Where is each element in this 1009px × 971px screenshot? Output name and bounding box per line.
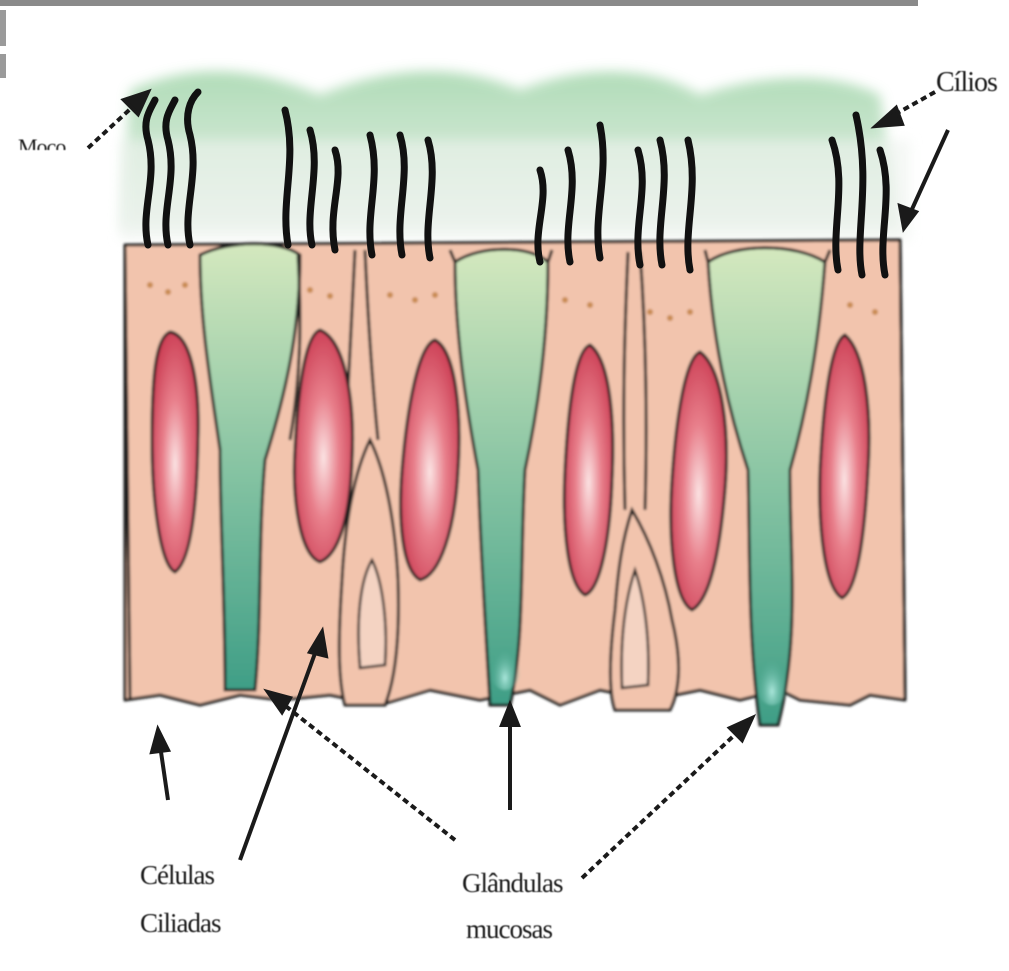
- mucus-label: Moco: [18, 130, 78, 150]
- ciliated-cells-label-line1: Células: [140, 858, 214, 892]
- nucleus: [152, 332, 198, 572]
- nucleus: [294, 330, 352, 562]
- ciliated-cells-label-line2: Ciliadas: [140, 906, 221, 940]
- goblet-cells-label-line1: Glândulas: [462, 866, 562, 900]
- mucus-layer: [120, 71, 910, 240]
- cilia-label: Cílios: [936, 66, 997, 100]
- goblet-cells-label-line2: mucosas: [466, 912, 552, 946]
